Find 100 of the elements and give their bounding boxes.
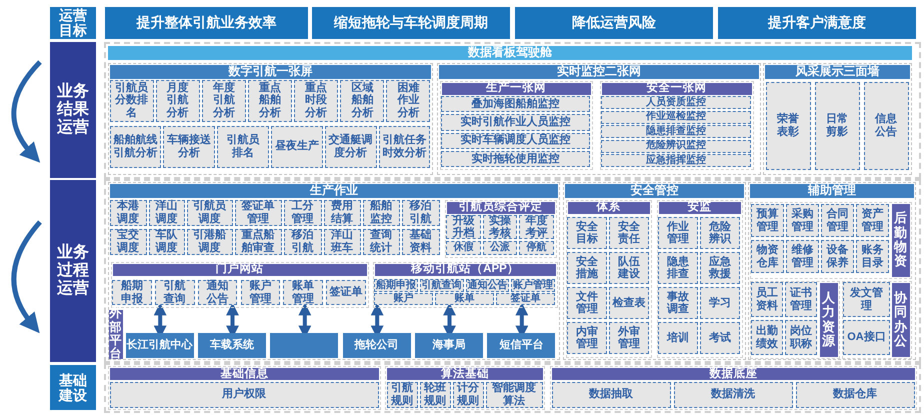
panel xyxy=(110,262,368,308)
goal-banner: 缩短拖轮与车轮调度周期 xyxy=(312,7,510,39)
module-box: 船期申报 xyxy=(374,279,418,292)
module-box: 考试 xyxy=(700,322,740,354)
module-box: 船舶航线引航分析 xyxy=(110,126,162,168)
module-box: 车队调度 xyxy=(148,228,184,254)
module-box: 查询统计 xyxy=(362,228,400,254)
module-box: 检查表 xyxy=(609,287,649,319)
module-box: 月度引航分析 xyxy=(156,80,200,122)
module-box: 账户管理 xyxy=(511,279,555,292)
module-box: 员工资料 xyxy=(751,282,783,317)
module-box: 信息公告 xyxy=(864,82,908,170)
module-box: 数据清洗 xyxy=(674,382,792,408)
module-box: 队伍建设 xyxy=(609,252,649,284)
module-box: 危险辨识 xyxy=(700,217,740,249)
goal-banner: 提升整体引航业务效率 xyxy=(105,7,308,39)
panel-header: 数据底座 xyxy=(552,368,915,380)
module-box: 外审管理 xyxy=(609,322,649,354)
module-box: 区域船舶分析 xyxy=(340,80,384,122)
panel-header: 数字引航一张屏 xyxy=(110,65,431,79)
module-box: 船舶监控 xyxy=(362,200,400,226)
module-box: 数据抽取 xyxy=(552,382,670,408)
module-box: 签证单管理 xyxy=(234,200,282,226)
module-box: 移泊引航 xyxy=(402,200,440,226)
module-box: 人员资质监控 xyxy=(601,96,751,109)
module-box: 用户权限 xyxy=(110,382,378,408)
module-box: 安全目标 xyxy=(567,217,607,249)
platform-box: 长江引航中心 xyxy=(126,332,194,358)
module-box: 事故调查 xyxy=(658,287,698,319)
module-box: 采购管理 xyxy=(786,204,819,237)
module-box: 通知公告 xyxy=(466,279,510,292)
module-box: 培训 xyxy=(658,322,698,354)
module-box: 引航查询 xyxy=(154,280,195,305)
module-box: 引航任务时效分析 xyxy=(378,126,430,168)
module-box: 年度引航分析 xyxy=(202,80,246,122)
module-box: 学习 xyxy=(700,287,740,319)
row-label: 运营目标 xyxy=(50,7,96,39)
platform-box: 海事局 xyxy=(414,332,484,358)
module-box: 账单 xyxy=(435,293,494,305)
platform-box: 车载系统 xyxy=(198,332,266,358)
module-box: 安全措施 xyxy=(567,252,607,284)
module-box: 智能调度算法 xyxy=(486,382,542,408)
module-box: 公派 xyxy=(482,241,518,255)
panel-header: 后勤物资 xyxy=(892,204,910,276)
module-box: 引航员排名 xyxy=(217,126,269,168)
module-box: 合同管理 xyxy=(821,204,854,237)
module-box: 出勤绩效 xyxy=(751,320,783,355)
module-box: 引航规则 xyxy=(386,382,418,408)
panel xyxy=(750,202,912,278)
module-box: 发文管理 xyxy=(843,282,890,317)
module-box: 车辆接送分析 xyxy=(163,126,216,168)
module-box: 计分规则 xyxy=(452,382,484,408)
module-box: OA接口 xyxy=(843,320,890,355)
module-box: 基础资料 xyxy=(402,228,440,254)
panel xyxy=(385,366,545,410)
panel xyxy=(600,80,754,170)
panel-header: 人力资源 xyxy=(820,282,838,356)
module-box: 船期申报 xyxy=(112,280,152,305)
panel-header: 生产作业 xyxy=(110,184,558,198)
module-box: 通知公告 xyxy=(198,280,238,305)
module-box: 数据仓库 xyxy=(796,382,914,408)
module-box: 账户管理 xyxy=(240,280,280,305)
panel xyxy=(437,63,761,175)
goal-banner: 提升客户满意度 xyxy=(718,7,916,39)
module-box: 困难作业分析 xyxy=(386,80,430,122)
module-box: 实操考核 xyxy=(482,215,518,239)
panel xyxy=(550,366,917,410)
module-box: 荣誉表彰 xyxy=(766,82,810,170)
module-box: 引港船调度 xyxy=(186,228,232,254)
module-box: 签证单 xyxy=(326,280,366,305)
module-box: 交通艇调度分析 xyxy=(324,126,377,168)
module-box: 文件管理 xyxy=(567,287,607,319)
panel xyxy=(372,262,558,308)
module-box: 费用结算 xyxy=(324,200,360,226)
module-box: 升级升档 xyxy=(446,215,481,239)
panel xyxy=(108,182,560,360)
module-box: 签证单 xyxy=(496,293,555,305)
panel xyxy=(566,200,652,358)
module-box: 设备保养 xyxy=(821,240,854,273)
platform-box: 拖轮公司 xyxy=(342,332,411,358)
panel xyxy=(748,182,916,360)
row-label: 基础建设 xyxy=(50,365,96,410)
panel xyxy=(444,200,556,258)
panel xyxy=(763,63,912,175)
module-box: 移泊引航 xyxy=(284,228,322,254)
panel-header: 算法基础 xyxy=(387,368,543,380)
module-box: 昼夜生产 xyxy=(271,126,323,168)
module-box: 内审管理 xyxy=(567,322,607,354)
panel-header: 基础信息 xyxy=(110,368,379,380)
row-label: 业务结果运营 xyxy=(50,42,96,178)
module-box: 洋山调度 xyxy=(148,200,184,226)
panel-header: 辅助管理 xyxy=(750,184,914,198)
module-box: 实时引航作业人员监控 xyxy=(441,114,590,130)
module-box: 工分管理 xyxy=(284,200,322,226)
module-box: 隐患排查 xyxy=(658,252,698,284)
module-box: 危险辨识监控 xyxy=(601,140,751,152)
panel xyxy=(440,80,592,170)
module-box: 重点船舶分析 xyxy=(248,80,292,122)
module-box: 洋山班车 xyxy=(324,228,360,254)
module-box: 重点船舶审查 xyxy=(234,228,282,254)
